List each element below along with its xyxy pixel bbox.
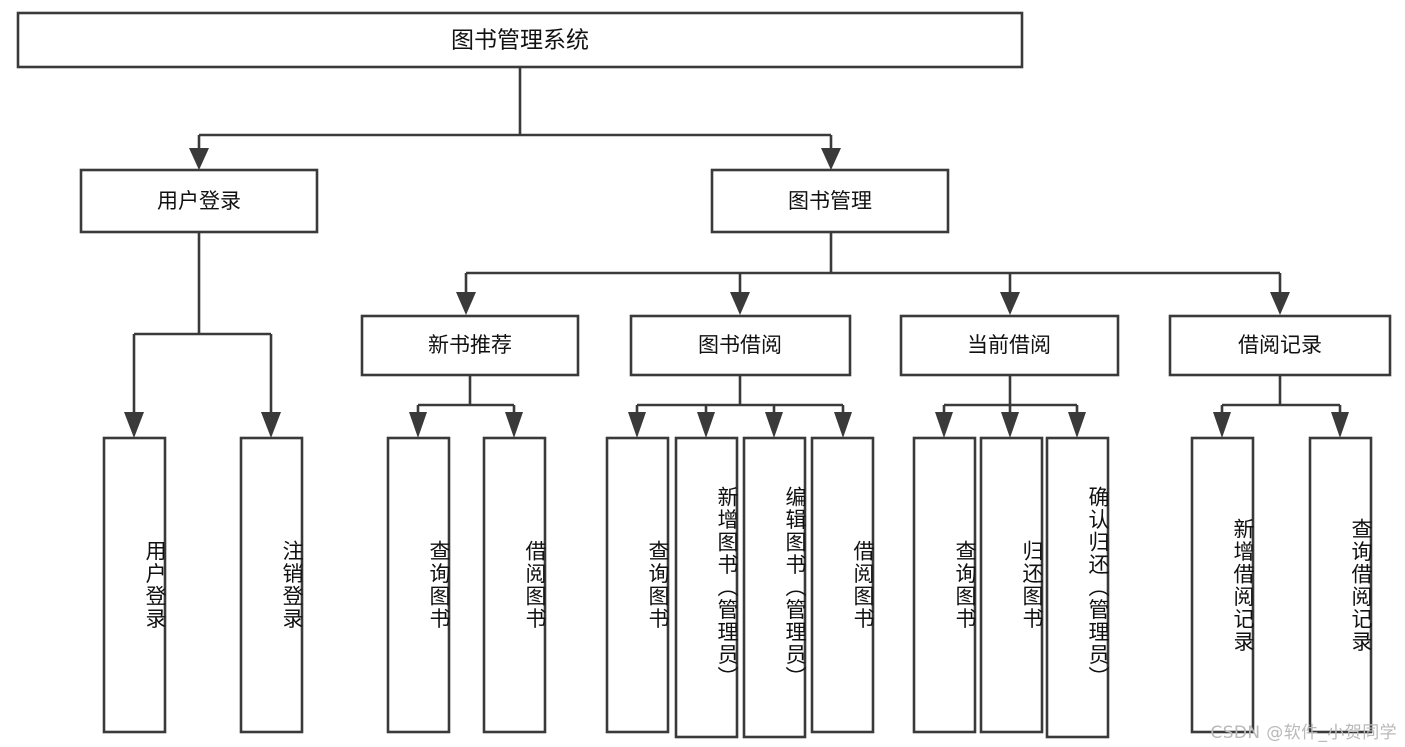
csdn-watermark: CSDN @软件_小贺同学 bbox=[1210, 723, 1397, 743]
node-layer: 图书管理系统 用户登录 图书管理 新书推荐 图书借阅 当前借阅 借阅记录 bbox=[16, 11, 1392, 739]
node-current-borrow-label: 当前借阅 bbox=[967, 333, 1051, 357]
node-new-book-recommend-label: 新书推荐 bbox=[428, 333, 512, 357]
node-leaf-cb-return-book-box[interactable] bbox=[979, 436, 1044, 734]
node-leaf-bb-edit-book-box[interactable] bbox=[742, 436, 807, 739]
arrowhead-book-mgmt bbox=[821, 148, 841, 170]
arrowhead-bb-l3 bbox=[765, 412, 783, 438]
node-borrow-record-label: 借阅记录 bbox=[1238, 333, 1322, 357]
node-leaf-bb-add-book-box[interactable] bbox=[674, 436, 739, 739]
node-borrow-record-box[interactable] bbox=[1168, 314, 1392, 377]
arrowhead-ul-leaf1 bbox=[124, 412, 144, 438]
node-leaf-logout-box[interactable] bbox=[239, 436, 304, 734]
node-leaf-nb-query-book-box[interactable] bbox=[386, 436, 451, 734]
arrowhead-cb-l1 bbox=[935, 412, 953, 438]
arrowhead-nb-l2 bbox=[505, 412, 523, 438]
node-current-borrow-box[interactable] bbox=[899, 314, 1120, 377]
node-book-borrow-label: 图书借阅 bbox=[698, 333, 782, 357]
node-leaf-cb-confirm-return-box[interactable] bbox=[1045, 436, 1110, 739]
arrowhead-borrow-record bbox=[1270, 292, 1290, 315]
node-book-management-label: 图书管理 bbox=[788, 189, 872, 213]
arrowhead-current-borrow bbox=[1000, 292, 1020, 315]
node-root-label: 图书管理系统 bbox=[451, 28, 589, 54]
node-root-box[interactable] bbox=[16, 11, 1024, 69]
arrowhead-bb-l2 bbox=[697, 412, 715, 438]
node-new-book-recommend-box[interactable] bbox=[360, 314, 580, 377]
arrowhead-ul-leaf2 bbox=[261, 412, 281, 438]
node-leaf-bb-borrow-book-box[interactable] bbox=[810, 436, 875, 734]
arrowhead-new-book bbox=[456, 292, 476, 315]
node-user-login-box[interactable] bbox=[79, 168, 319, 234]
arrowhead-br-l2 bbox=[1331, 412, 1349, 438]
arrowhead-nb-l1 bbox=[409, 412, 427, 438]
arrowhead-cb-l3 bbox=[1068, 412, 1086, 438]
node-leaf-br-query-record-box[interactable] bbox=[1308, 436, 1373, 734]
arrowhead-bb-l4 bbox=[834, 412, 852, 438]
connector-layer bbox=[124, 67, 1349, 438]
node-leaf-br-add-record-box[interactable] bbox=[1190, 436, 1255, 734]
node-leaf-cb-query-book-box[interactable] bbox=[912, 436, 977, 734]
node-user-login-label: 用户登录 bbox=[157, 189, 241, 213]
node-book-borrow-box[interactable] bbox=[629, 314, 852, 377]
arrowhead-user-login bbox=[189, 148, 209, 170]
arrowhead-br-l1 bbox=[1213, 412, 1231, 438]
node-leaf-bb-query-book-box[interactable] bbox=[605, 436, 670, 734]
node-leaf-user-login-box[interactable] bbox=[102, 436, 167, 734]
arrowhead-bb-l1 bbox=[628, 412, 646, 438]
arrowhead-cb-l2 bbox=[1001, 412, 1019, 438]
arrowhead-book-borrow bbox=[730, 292, 750, 315]
node-book-management-box[interactable] bbox=[710, 168, 950, 234]
node-leaf-nb-borrow-book-box[interactable] bbox=[482, 436, 547, 734]
